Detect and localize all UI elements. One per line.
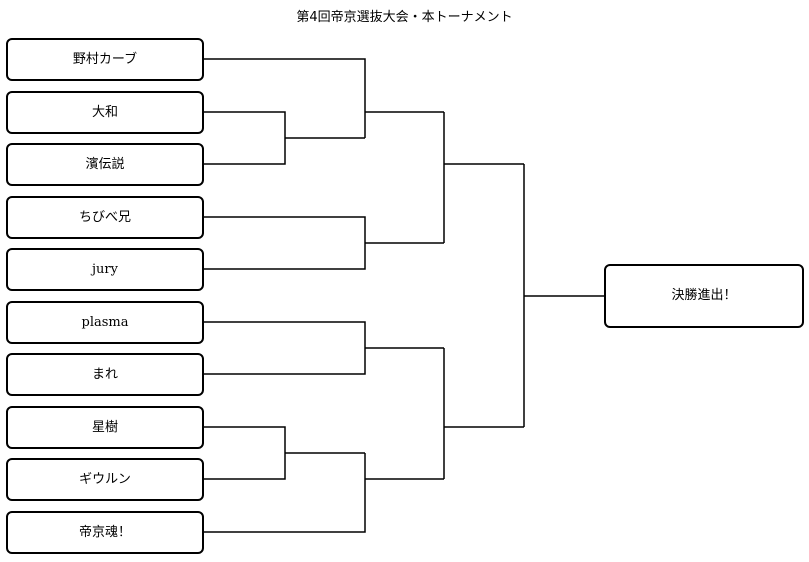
bracket-line-r2-top-a: [204, 58, 444, 138]
team-label: 野村カーブ: [72, 51, 138, 67]
bracket-line-final: [523, 164, 604, 427]
team-label: ギウルン: [79, 471, 131, 487]
team-box-yamato: 大和: [6, 91, 204, 134]
team-box-jury: jury: [6, 248, 204, 291]
team-box-seiju: 星樹: [6, 406, 204, 449]
bracket-line-r2-top-b: [204, 216, 444, 270]
team-box-chibibe-ani: ちびべ兄: [6, 196, 204, 239]
team-label: jury: [92, 261, 118, 277]
final-label: 決勝進出！: [671, 288, 737, 303]
page-title: 第4回帝京選抜大会・本トーナメント: [296, 10, 513, 25]
team-label: ちびべ兄: [78, 209, 131, 225]
team-box-nomura-curve: 野村カーブ: [6, 38, 204, 81]
team-box-giurun: ギウルン: [6, 458, 204, 501]
bracket-line-r2-bottom-a: [204, 321, 444, 375]
bracket-line-r1-bottom: [204, 426, 365, 480]
team-label: 大和: [91, 104, 118, 120]
team-label: 濱伝説: [85, 156, 125, 172]
final-box: 決勝進出！: [604, 264, 804, 328]
bracket-line-r3-bottom: [443, 348, 524, 479]
team-box-teikyo-tamashii: 帝京魂！: [6, 511, 204, 554]
bracket-line-r3-top: [443, 112, 524, 243]
team-label: 星樹: [91, 419, 118, 435]
team-box-plasma: plasma: [6, 301, 204, 344]
team-label: plasma: [81, 314, 129, 330]
team-box-hama-densetsu: 濱伝説: [6, 143, 204, 186]
bracket-line-r1-top: [204, 111, 365, 165]
team-box-mare: まれ: [6, 353, 204, 396]
bracket-line-r2-bottom-b: [204, 453, 444, 533]
team-label: 帝京魂！: [78, 524, 131, 540]
team-label: まれ: [91, 366, 118, 382]
